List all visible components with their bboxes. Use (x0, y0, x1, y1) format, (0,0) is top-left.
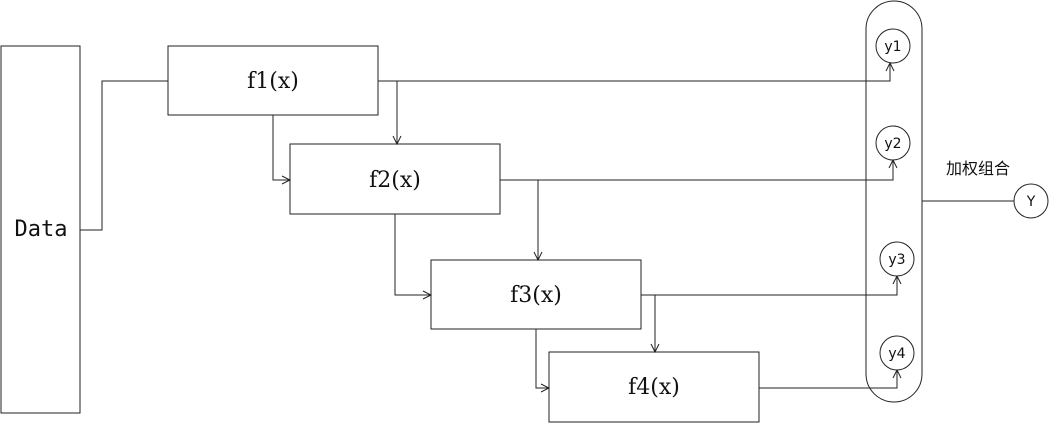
f1-to-f2-connector-b (272, 115, 290, 180)
f1-label: f1(x) (247, 69, 299, 94)
y2-node (875, 125, 911, 161)
y2-label: y2 (884, 136, 901, 152)
f4-label: f4(x) (628, 375, 680, 400)
f3-to-f4-connector-b (535, 329, 549, 388)
y1-label: y1 (884, 39, 901, 55)
f3-to-y3-connector (641, 276, 897, 296)
f3-to-f4-connector-a (641, 294, 655, 352)
data-to-f1-connector (80, 80, 168, 231)
y4-label: y4 (888, 346, 905, 362)
f1-to-y1-connector (378, 63, 890, 82)
f3-box (430, 259, 642, 330)
f2-to-f3-connector-a (500, 179, 538, 260)
f4-box (548, 351, 760, 423)
f3-label: f3(x) (510, 283, 562, 308)
y3-node (879, 241, 915, 277)
y3-label: y3 (888, 252, 905, 268)
y-result-node (1013, 183, 1049, 219)
data-label: Data (15, 217, 68, 242)
f2-to-y2-connector (500, 160, 893, 181)
f2-to-f3-connector-b (394, 214, 431, 295)
y4-node (879, 335, 915, 371)
f2-label: f2(x) (369, 168, 421, 193)
y1-node (875, 28, 911, 64)
data-box (0, 45, 81, 414)
f1-to-f2-connector-a (378, 80, 397, 144)
f4-to-y4-connector (759, 370, 897, 389)
combine-label: 加权组合 (946, 159, 1010, 178)
f1-box (167, 45, 379, 116)
y-result-label: Y (1026, 194, 1036, 210)
